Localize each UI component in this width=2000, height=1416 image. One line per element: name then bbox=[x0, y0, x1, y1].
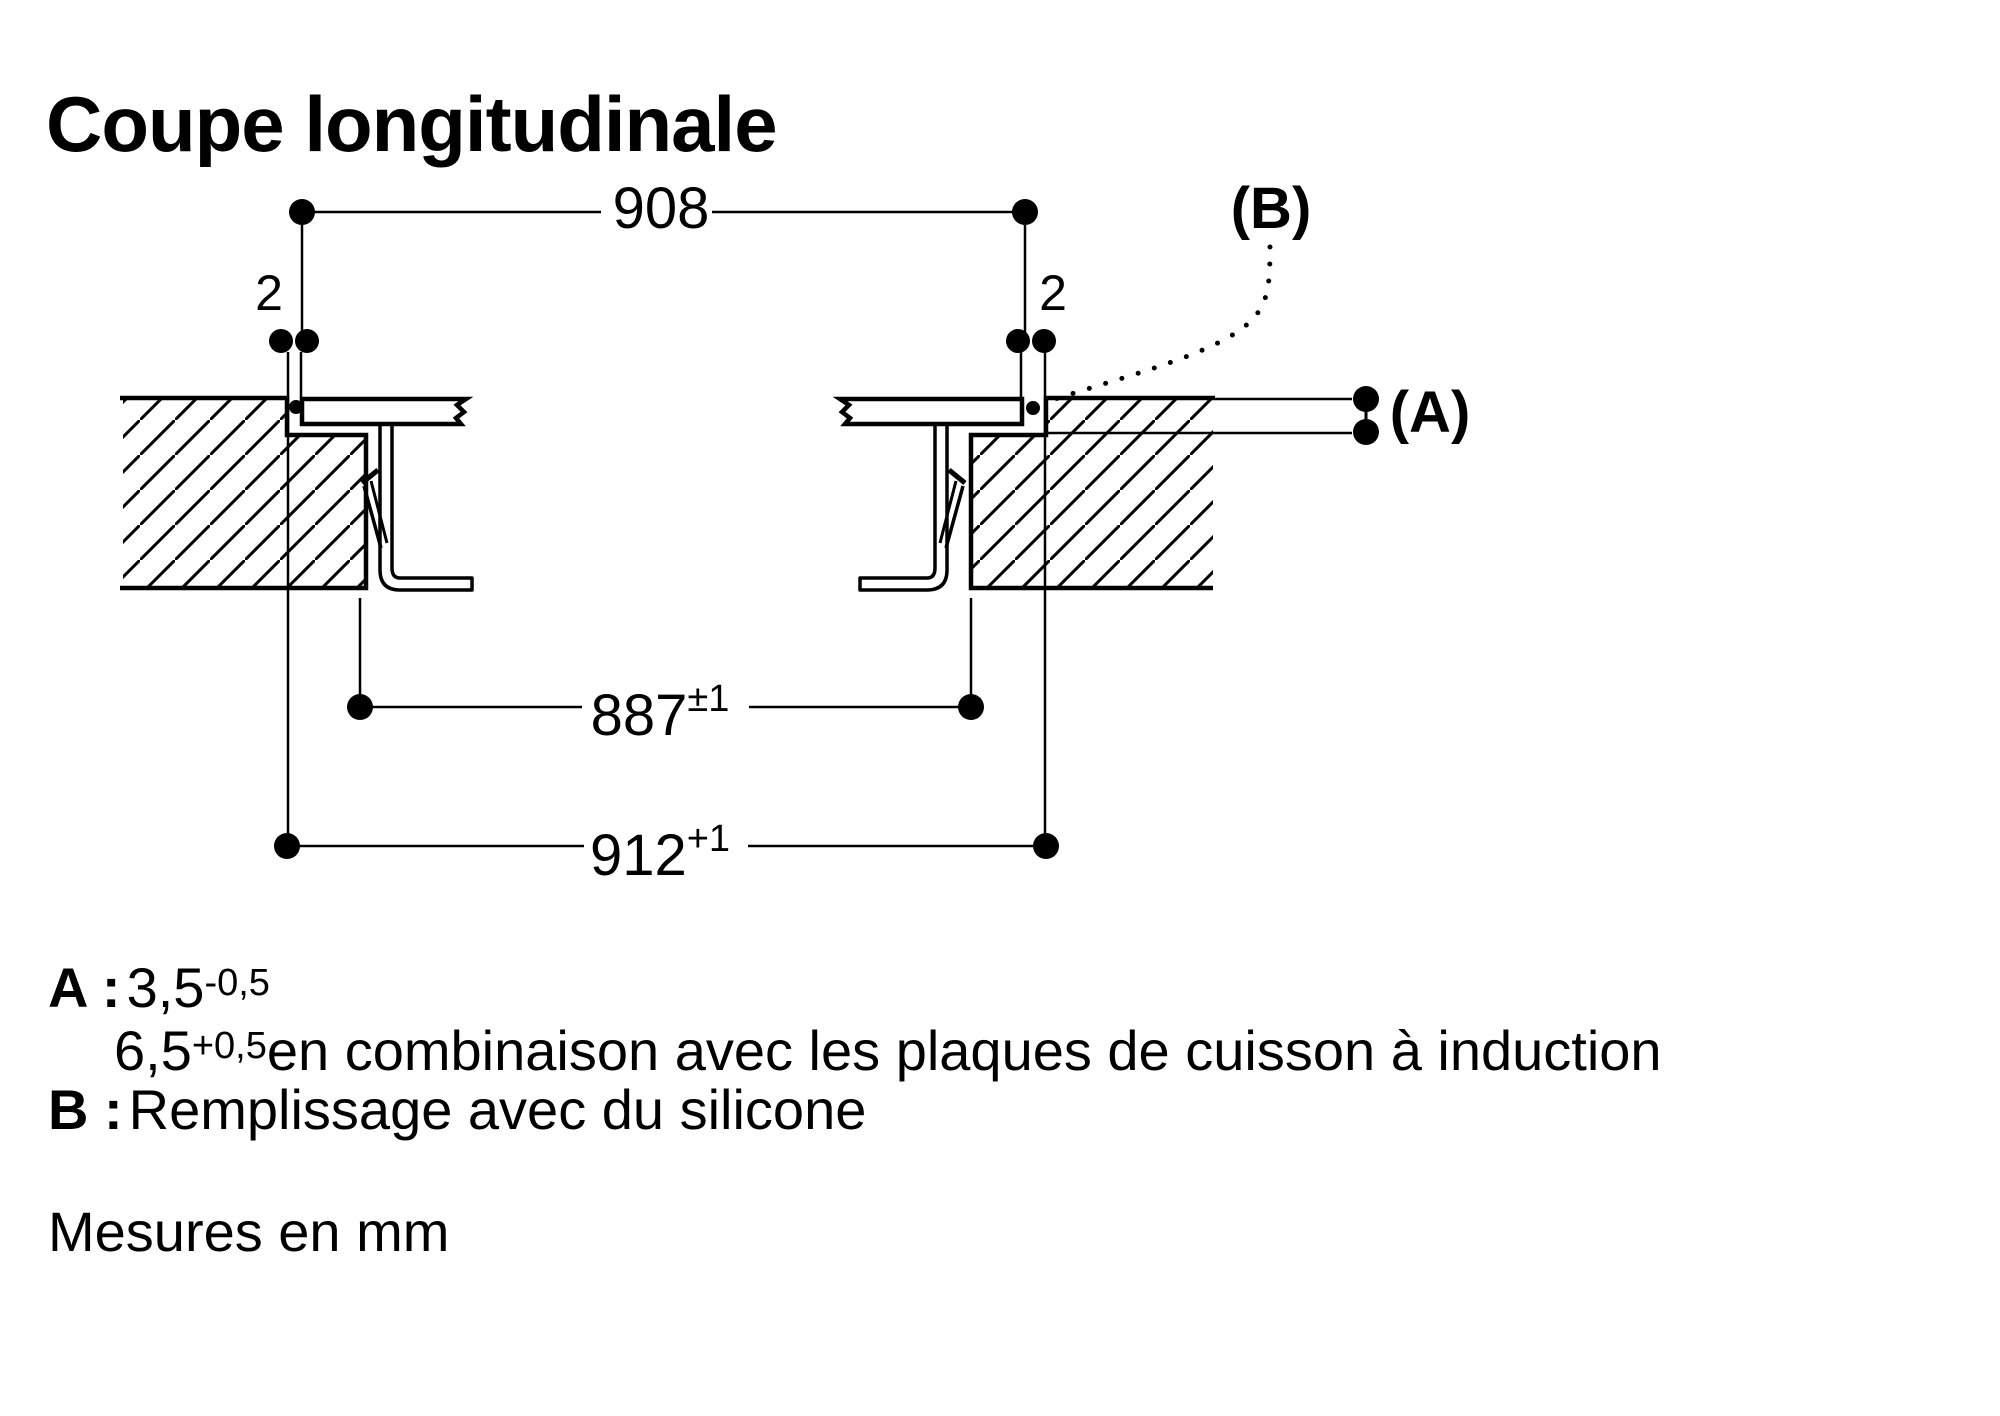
gap-left-label: 2 bbox=[255, 265, 283, 321]
dimension-lines bbox=[286, 210, 1368, 848]
legend-line-a: A :3,5-0,5 bbox=[48, 954, 1662, 1017]
legend-a-label: A : bbox=[48, 956, 121, 1019]
dimension-908-value: 908 bbox=[612, 176, 710, 241]
gap-right-label: 2 bbox=[1039, 265, 1067, 321]
dimension-887-label: 887±1 bbox=[591, 670, 730, 745]
dimension-887-value: 887 bbox=[590, 683, 688, 748]
cooktop-left-profile bbox=[299, 396, 474, 592]
dimension-887-tolerance: ±1 bbox=[687, 678, 730, 720]
units-note: Mesures en mm bbox=[48, 1200, 450, 1263]
dimension-912-label: 912+1 bbox=[590, 810, 730, 885]
spring-clip-left bbox=[360, 468, 389, 549]
page-title: Coupe longitudinale bbox=[46, 80, 778, 168]
joint-marker-dots bbox=[289, 400, 1040, 415]
callout-b-label: (B) bbox=[1230, 176, 1312, 241]
legend-a2-value: 6,5 bbox=[114, 1019, 192, 1082]
dimension-908-label: 908 bbox=[613, 180, 710, 238]
legend-a-value: 3,5 bbox=[126, 956, 205, 1019]
callout-b-leader bbox=[1049, 244, 1273, 403]
legend: A :3,5-0,5 6,5+0,5en combinaison avec le… bbox=[48, 954, 1662, 1139]
callout-a-label: (A) bbox=[1389, 380, 1471, 445]
spring-clip-right bbox=[938, 468, 967, 549]
legend-line-a2: 6,5+0,5en combinaison avec les plaques d… bbox=[48, 1017, 1662, 1080]
legend-b-label: B : bbox=[48, 1078, 123, 1141]
dimension-912-value: 912 bbox=[589, 823, 687, 888]
legend-a-tolerance: -0,5 bbox=[204, 962, 270, 1004]
legend-a2-text: en combinaison avec les plaques de cuiss… bbox=[266, 1019, 1662, 1082]
worktop-right-section bbox=[968, 395, 1215, 591]
legend-line-b: B :Remplissage avec du silicone bbox=[48, 1080, 1662, 1139]
legend-b-text: Remplissage avec du silicone bbox=[128, 1078, 867, 1141]
worktop-left-section bbox=[120, 395, 369, 591]
mounting-channel-left bbox=[378, 422, 474, 592]
legend-a2-tolerance: +0,5 bbox=[191, 1025, 267, 1067]
glass-panel-left bbox=[299, 396, 474, 427]
dimension-912-tolerance: +1 bbox=[686, 818, 731, 860]
glass-panel-right bbox=[832, 396, 1025, 427]
mounting-channel-right bbox=[858, 422, 949, 592]
dimension-end-dots bbox=[269, 199, 1379, 859]
cooktop-right-profile bbox=[832, 396, 1025, 592]
